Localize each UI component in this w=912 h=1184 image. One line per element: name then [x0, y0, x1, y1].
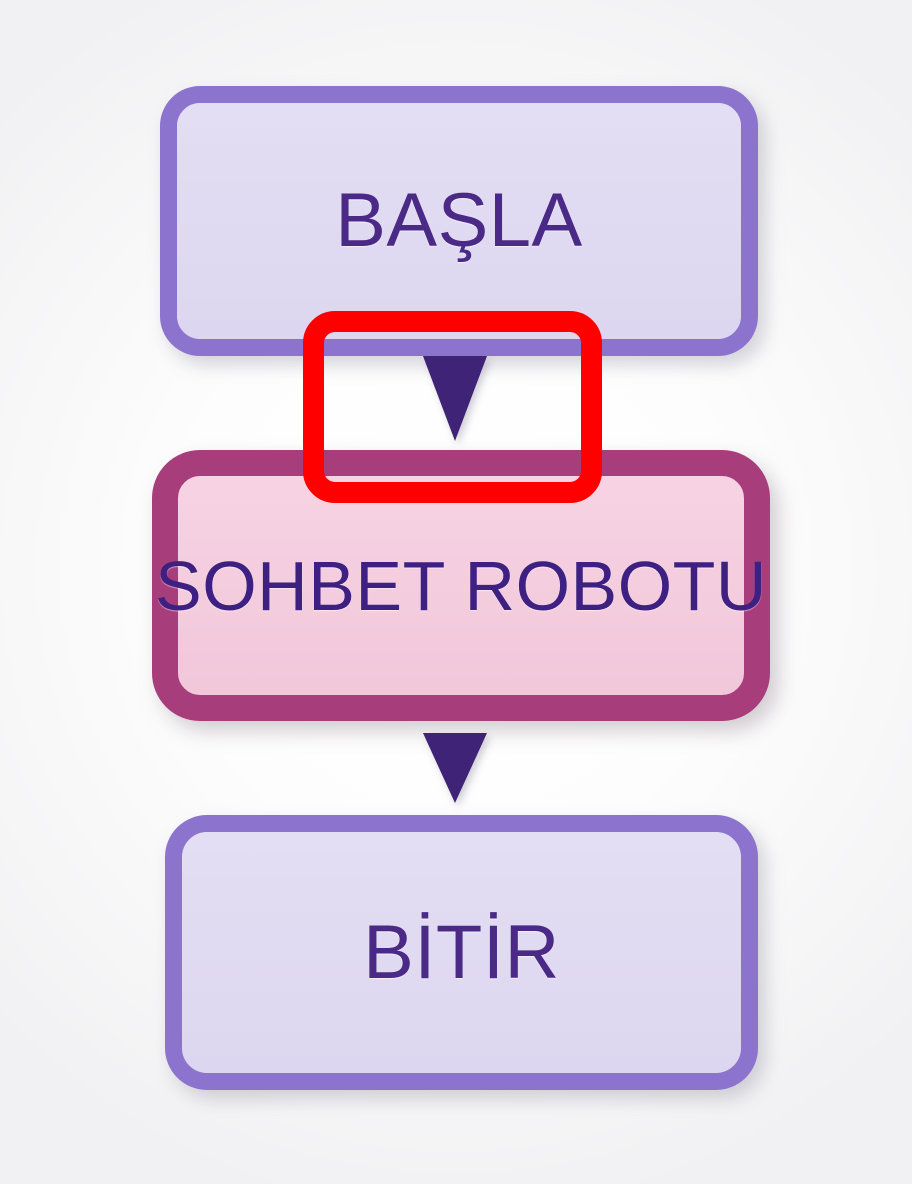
- flow-node-chatbot-surface: SOHBET ROBOTU: [155, 476, 766, 695]
- flow-node-start-surface: BAŞLA: [177, 103, 741, 339]
- flow-node-start[interactable]: BAŞLA: [160, 86, 758, 356]
- arrow-down-icon-chatbot-to-end: [423, 733, 487, 803]
- arrow-down-icon-start-to-chatbot: [423, 356, 487, 441]
- flow-node-end-label: BİTİR: [363, 909, 560, 995]
- flow-node-chatbot-label: SOHBET ROBOTU: [155, 546, 767, 625]
- flow-node-chatbot[interactable]: SOHBET ROBOTU: [152, 450, 770, 721]
- flow-node-end[interactable]: BİTİR: [165, 815, 758, 1090]
- flow-node-end-surface: BİTİR: [182, 832, 741, 1073]
- flow-node-start-label: BAŞLA: [335, 178, 583, 263]
